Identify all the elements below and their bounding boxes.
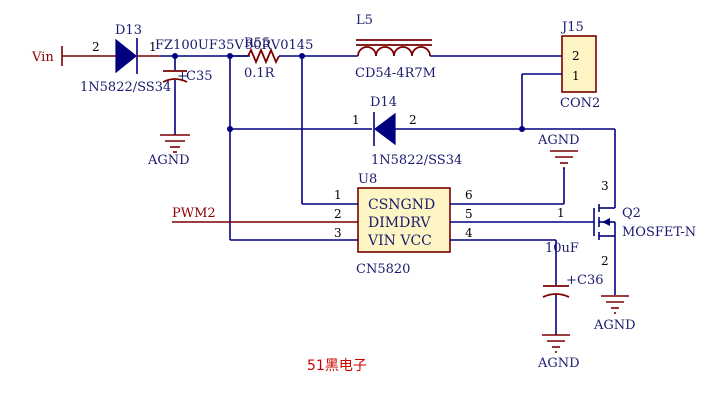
r55-ref: R55 bbox=[244, 36, 270, 51]
u8-line1: CSNGND bbox=[368, 197, 435, 213]
agnd-label-c36: AGND bbox=[537, 356, 580, 371]
agnd-symbol-q2: AGND bbox=[593, 295, 636, 333]
r55-overlap-text: 90RV0145 bbox=[245, 38, 313, 53]
l5-value: CD54-4R7M bbox=[355, 66, 436, 81]
c36-ref: C36 bbox=[577, 273, 604, 288]
c36-polarity: + bbox=[566, 273, 577, 288]
d14-value: 1N5822/SS34 bbox=[371, 153, 462, 168]
d14-ref: D14 bbox=[370, 95, 397, 110]
d13-value: 1N5822/SS34 bbox=[80, 80, 171, 95]
d14-pin-left: 1 bbox=[352, 113, 360, 127]
agnd-label-c35: AGND bbox=[147, 153, 190, 168]
l5-ref: L5 bbox=[356, 13, 373, 28]
resistor-r55: R55 90RV0145 0.1R bbox=[230, 36, 313, 81]
d13-pin-anode: 2 bbox=[92, 40, 100, 54]
d13-pin-cathode: 1 bbox=[149, 40, 157, 54]
q2-pin-drain: 3 bbox=[601, 179, 609, 193]
c35-value: FZ100UF35V bbox=[155, 38, 244, 53]
agnd-symbol-top: AGND bbox=[537, 133, 580, 204]
j15-pin-top: 2 bbox=[572, 49, 580, 63]
d14-pin-right: 2 bbox=[409, 113, 417, 127]
diode-d14: 1 2 D14 1N5822/SS34 bbox=[352, 95, 462, 168]
c35-polarity: + bbox=[177, 69, 188, 84]
j15-value: CON2 bbox=[560, 96, 600, 111]
u8-pin-4: 4 bbox=[465, 226, 473, 240]
u8-pin-5: 5 bbox=[465, 207, 473, 221]
u8-pin-3: 3 bbox=[334, 226, 342, 240]
j15-ref: J15 bbox=[560, 20, 584, 35]
agnd-symbol-c35: AGND bbox=[147, 134, 190, 168]
c36-value: 10uF bbox=[545, 241, 579, 256]
junction-d14-right bbox=[519, 126, 525, 132]
diode-d13: 2 1 D13 1N5822/SS34 bbox=[80, 23, 171, 95]
connector-j15: 2 1 J15 CON2 bbox=[560, 20, 600, 111]
watermark-text: 51黑电子 bbox=[307, 358, 367, 374]
q2-value: MOSFET-N bbox=[622, 225, 696, 240]
mosfet-q2: 1 3 2 Q2 MOSFET-N bbox=[557, 129, 696, 295]
u8-pin-1: 1 bbox=[334, 188, 342, 202]
inductor-l5: L5 CD54-4R7M bbox=[302, 13, 562, 81]
vin-label: Vin bbox=[31, 50, 54, 65]
agnd-label-top: AGND bbox=[537, 133, 580, 148]
u8-ref: U8 bbox=[358, 172, 377, 187]
u8-pin-6: 6 bbox=[465, 188, 473, 202]
q2-pin-source: 2 bbox=[601, 254, 609, 268]
q2-ref: Q2 bbox=[622, 206, 641, 221]
u8-pin-2: 2 bbox=[334, 207, 342, 221]
ic-u8: CSNGND DIMDRV VIN VCC U8 CN5820 1 2 3 6 … bbox=[334, 172, 473, 277]
vin-port: Vin bbox=[31, 46, 90, 66]
r55-value: 0.1R bbox=[244, 66, 276, 81]
u8-value: CN5820 bbox=[356, 262, 410, 277]
agnd-label-q2: AGND bbox=[593, 318, 636, 333]
u8-line2: DIMDRV bbox=[368, 215, 431, 231]
capacitor-c35: + C35 FZ100UF35V bbox=[155, 38, 244, 135]
pwm-label: PWM2 bbox=[172, 206, 216, 221]
u8-line3: VIN VCC bbox=[367, 233, 432, 249]
agnd-symbol-c36: AGND bbox=[537, 334, 580, 371]
q2-pin-gate: 1 bbox=[557, 206, 565, 220]
j15-pin-bottom: 1 bbox=[572, 69, 580, 83]
d13-ref: D13 bbox=[115, 23, 142, 38]
c35-ref: C35 bbox=[186, 69, 213, 84]
capacitor-c36: + C36 10uF bbox=[542, 241, 604, 335]
